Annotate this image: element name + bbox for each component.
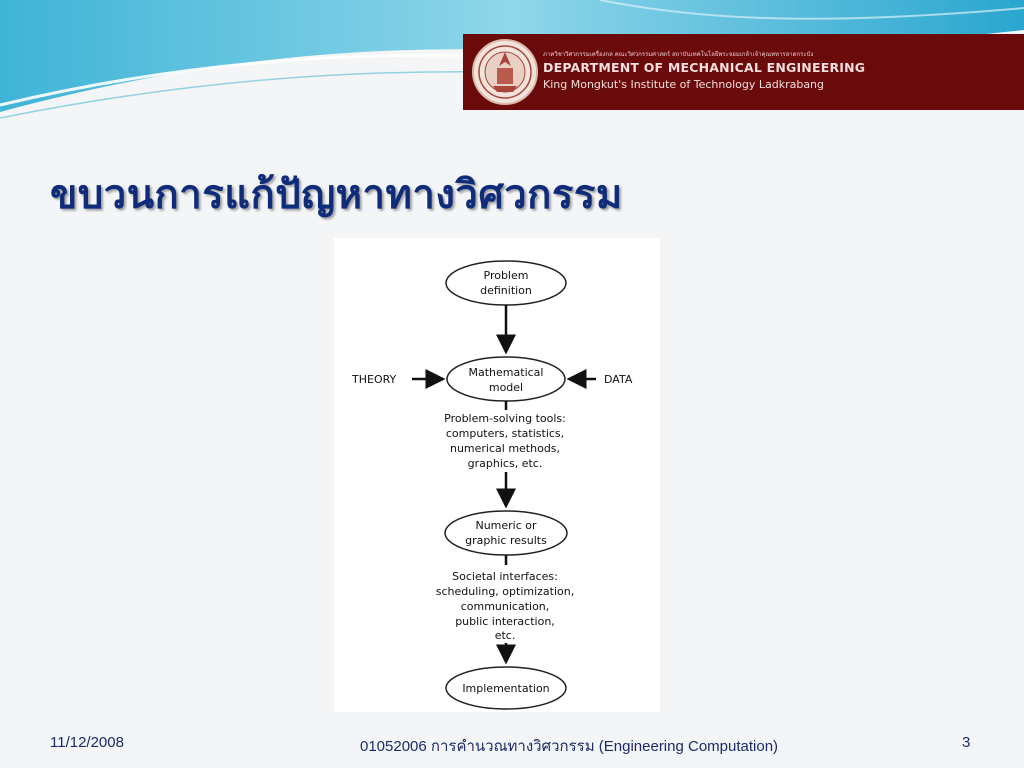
node-results-line1: Numeric or [475,519,537,532]
footer-date: 11/12/2008 [50,734,124,751]
input-data-label: DATA [604,373,633,386]
input-theory-label: THEORY [351,373,397,386]
tools-label-line1: Problem-solving tools: [444,412,566,425]
node-problem-definition [445,260,567,306]
department-banner: ภาควิชาวิศวกรรมเครื่องกล คณะวิศวกรรมศาสต… [463,34,1024,110]
department-name: DEPARTMENT OF MECHANICAL ENGINEERING [543,60,866,75]
node-problem-definition-line1: Problem [484,269,529,282]
node-implementation-label: Implementation [462,682,549,695]
footer-page-number: 3 [962,734,971,751]
engineering-process-diagram: Problem definition Mathematical model TH… [334,238,660,712]
societal-label-line3: communication, [461,600,550,613]
tools-label-line2: computers, statistics, [446,427,564,440]
banner-thai-text: ภาควิชาวิศวกรรมเครื่องกล คณะวิศวกรรมศาสต… [543,51,814,58]
node-model-line2: model [489,381,523,394]
node-numeric-results [444,510,568,556]
societal-label-line2: scheduling, optimization, [436,585,574,598]
slide-title: ขบวนการแก้ปัญหาทางวิศวกรรม [50,172,623,218]
node-results-line2: graphic results [465,534,547,547]
node-model-line1: Mathematical [469,366,544,379]
footer-course-title: 01052006 การคำนวณทางวิศวกรรม (Engineerin… [360,738,779,755]
university-seal-icon [472,39,538,105]
node-mathematical-model [446,356,566,402]
node-implementation [445,666,567,710]
societal-label-line1: Societal interfaces: [452,570,558,583]
tools-label-line3: numerical methods, [450,442,560,455]
societal-label-line4: public interaction, [455,615,555,628]
node-problem-definition-line2: definition [480,284,532,297]
tools-label-line4: graphics, etc. [468,457,543,470]
societal-label-line5: etc. [495,629,516,642]
institute-name: King Mongkut's Institute of Technology L… [543,78,825,91]
